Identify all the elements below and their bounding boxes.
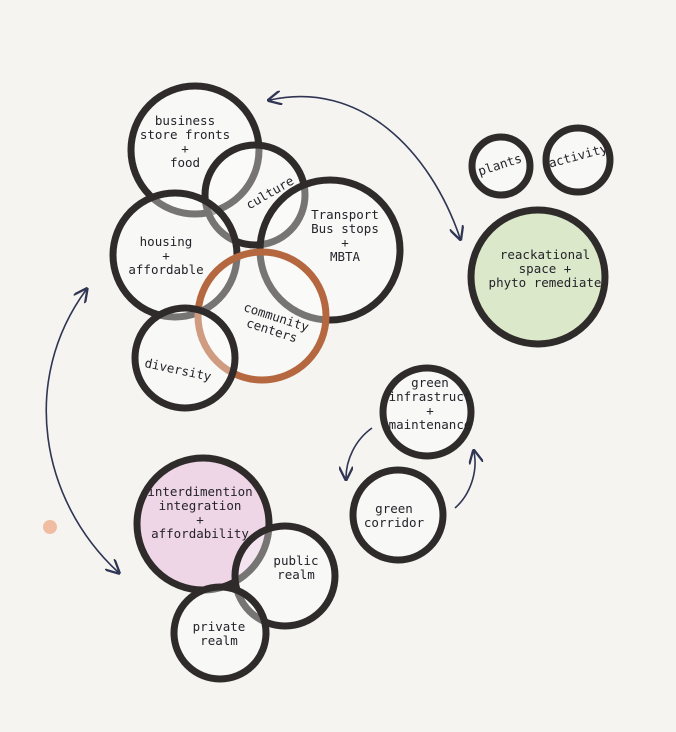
label-private-realm: private realm [192, 619, 246, 648]
bubble-private-realm [170, 583, 270, 683]
label-public-realm: public realm [273, 553, 319, 582]
bubble-green-corridor [349, 466, 447, 564]
label-business: business store fronts + food [139, 113, 231, 170]
arrow-corridor-to-infra [454, 452, 475, 509]
label-housing: housing + affordable [128, 234, 204, 277]
bubble-plants [468, 133, 534, 199]
bubble-green-infra [379, 364, 475, 460]
paint-spot [43, 520, 57, 534]
bubble-community [194, 248, 330, 384]
arrow-left-double [45, 290, 118, 572]
label-green-corridor: green corridor [363, 501, 425, 530]
label-interdimention: interdimention integration + affordabili… [147, 484, 253, 541]
arrow-infra-to-corridor [346, 427, 373, 478]
label-transport: Transport Bus stops + MBTA [311, 207, 379, 264]
bubble-diversity [131, 304, 239, 412]
bubble-activity [542, 124, 614, 196]
label-green-infra: green infrastruct + maintenance [388, 375, 472, 432]
bubble-public-realm [231, 522, 339, 630]
label-recreational: reackational space + phyto remediate [488, 247, 602, 290]
bubble-business [127, 82, 263, 218]
arrow-top-to-recreational [270, 97, 460, 238]
bubble-recreational [467, 206, 609, 348]
